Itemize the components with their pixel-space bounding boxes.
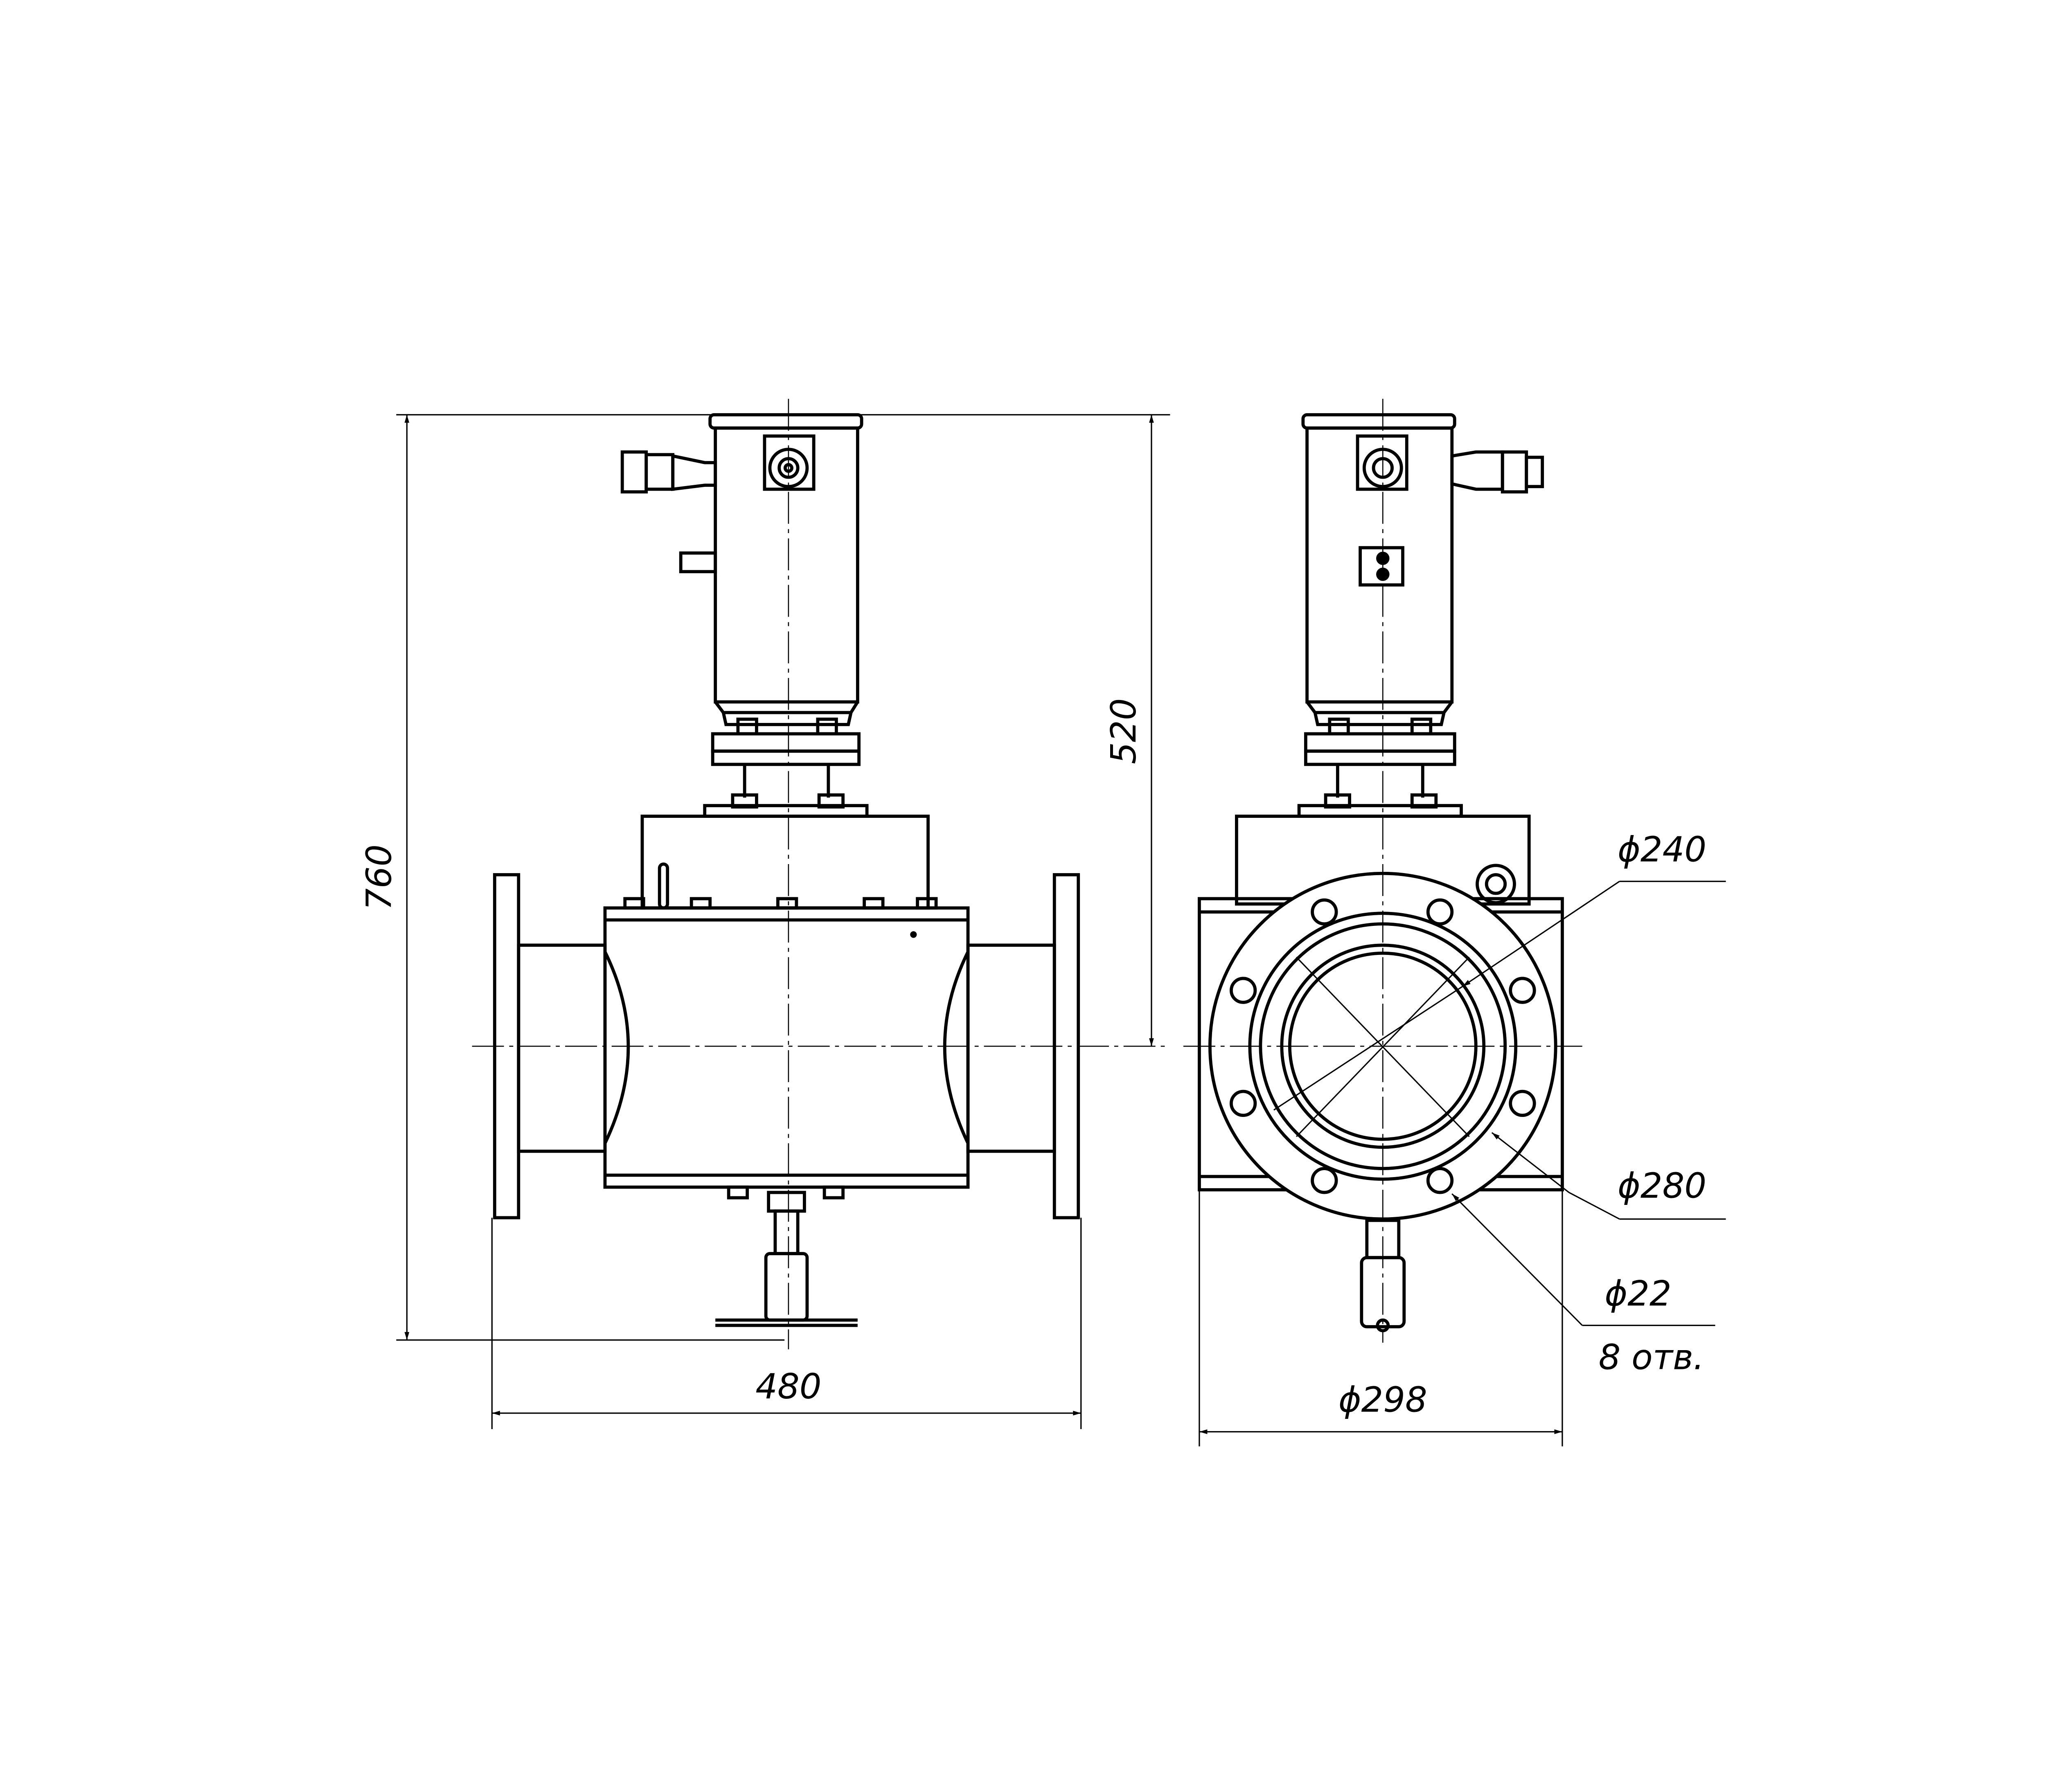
front-view (472, 398, 1170, 1349)
dimension-label: 480 (755, 1367, 821, 1407)
coil-connector (763, 434, 816, 491)
adapter (703, 717, 869, 818)
dimension-760: 760 (359, 414, 1170, 1341)
manual-override-stem (715, 1191, 858, 1327)
dimension-480: 480 (491, 1218, 1082, 1429)
leader-280: ϕ280 (1491, 1132, 1726, 1220)
dimension-520: 520 (1104, 414, 1154, 1047)
indicator-window (1359, 546, 1404, 587)
actuator-housing (1301, 413, 1544, 726)
bolt-holes (1229, 898, 1536, 1194)
leader-240: ϕ240 (1273, 830, 1726, 1111)
dimension-label: 760 (359, 844, 399, 910)
valve-body (603, 897, 970, 1200)
dimension-label: ϕ240 (1618, 830, 1706, 870)
dimension-label: 520 (1104, 698, 1144, 764)
dimension-298: ϕ298 (1199, 1190, 1563, 1447)
dimension-label: ϕ22 (1605, 1274, 1672, 1314)
dimension-label: ϕ280 (1618, 1166, 1706, 1206)
side-view (1183, 398, 1582, 1343)
fitting (679, 551, 717, 574)
dimension-label: ϕ298 (1338, 1380, 1427, 1420)
cover-box (640, 815, 930, 910)
vent-pin (658, 862, 669, 910)
leader-22: ϕ22 8 отв. (1451, 1193, 1715, 1378)
adapter (1297, 717, 1463, 818)
cable-gland (620, 450, 717, 494)
hole-count-label: 8 отв. (1599, 1337, 1704, 1378)
actuator-housing (620, 413, 863, 726)
